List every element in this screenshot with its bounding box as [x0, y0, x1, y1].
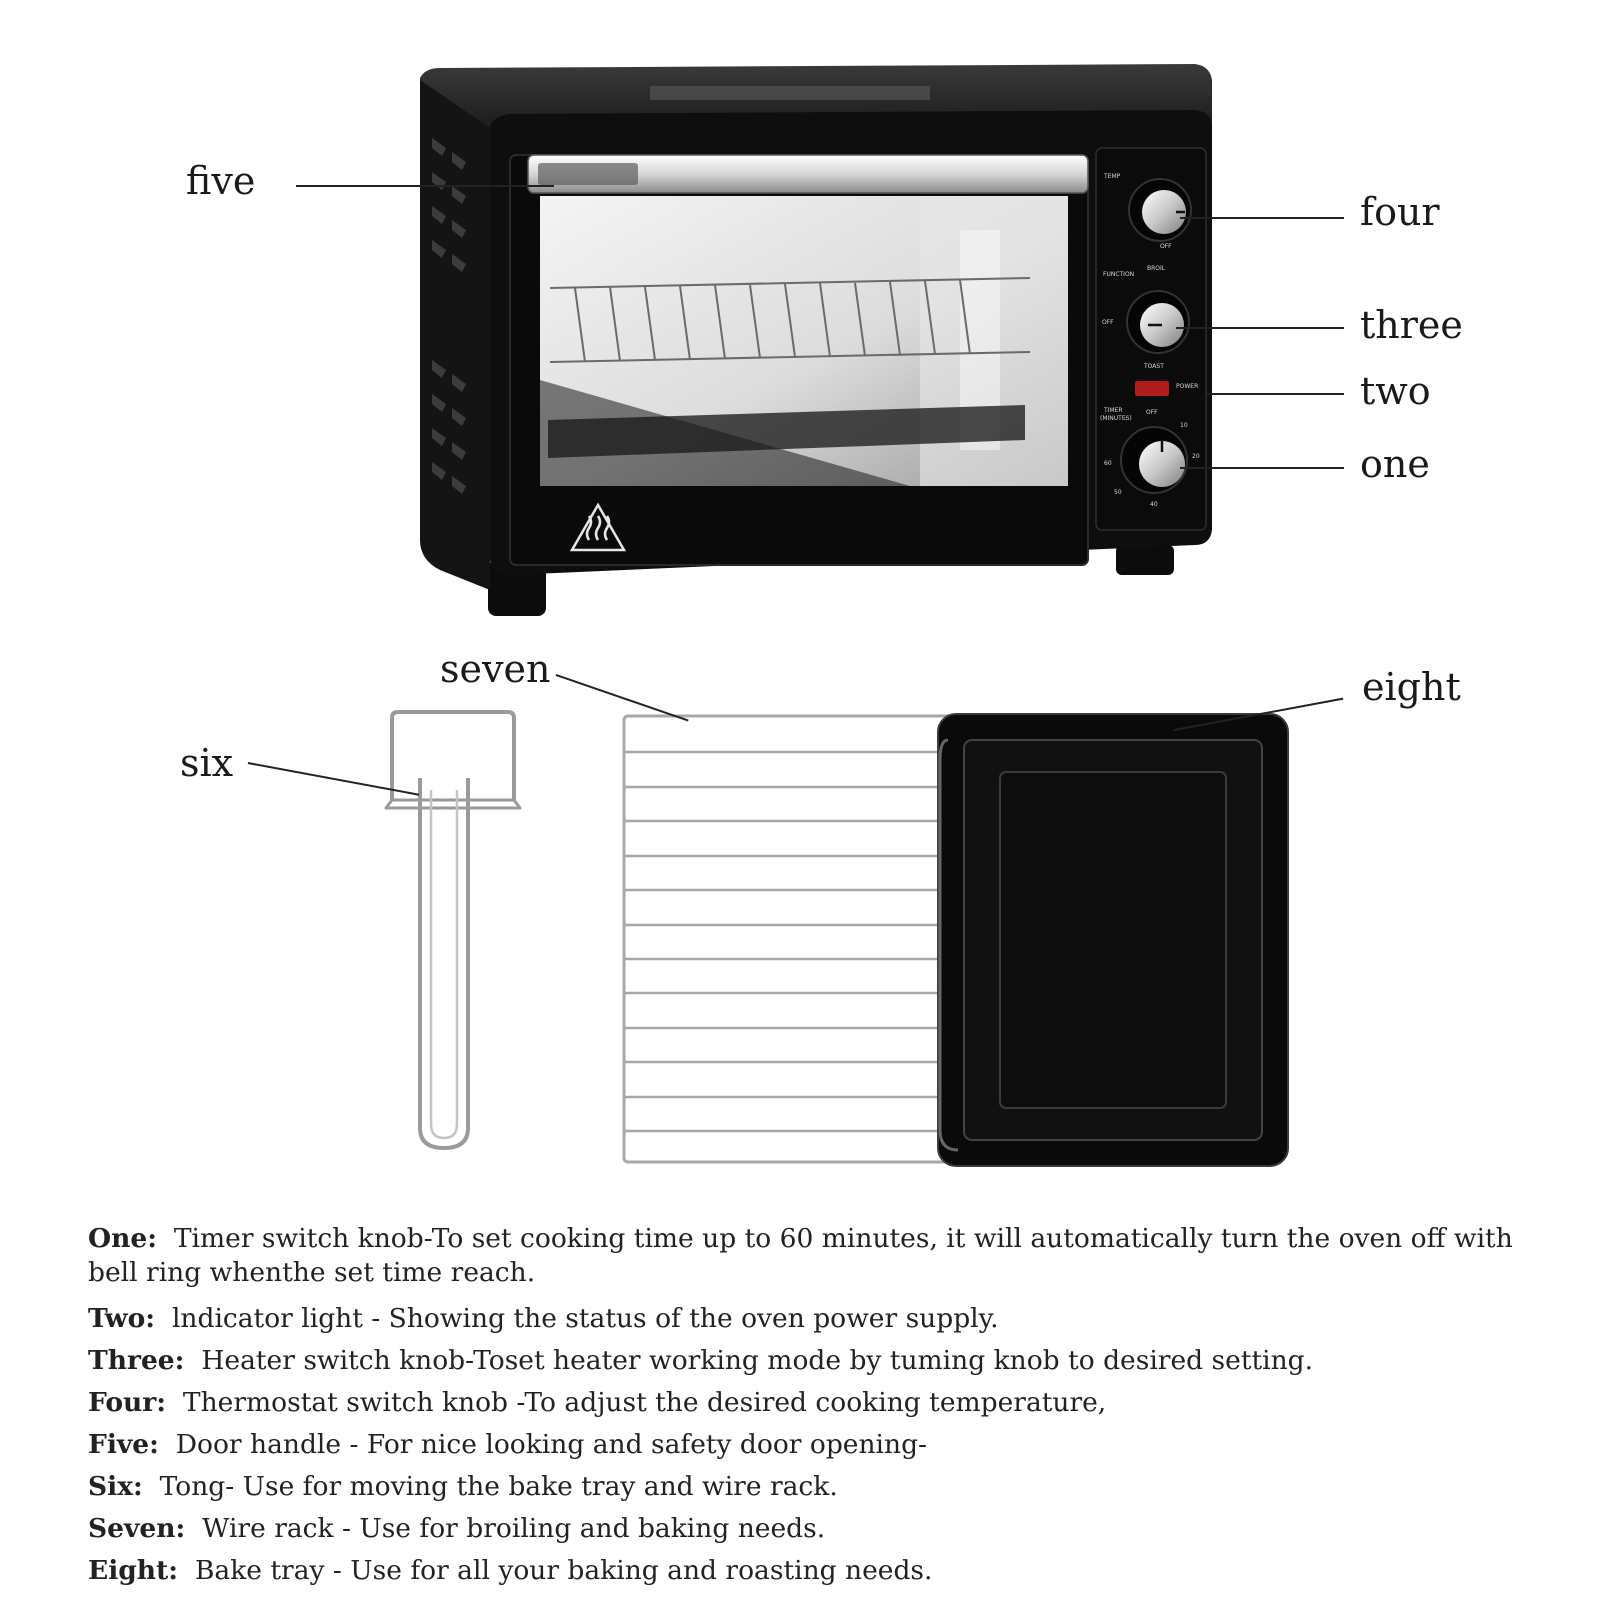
timer-minutes-label: (MINUTES)	[1100, 415, 1132, 422]
timer-label: TIMER	[1103, 407, 1123, 414]
description-text: Tong- Use for moving the bake tray and w…	[159, 1471, 838, 1502]
callout-two: two	[1360, 369, 1431, 413]
function-off-label: OFF	[1102, 319, 1114, 326]
description-text: Thermostat switch knob -To adjust the de…	[182, 1387, 1107, 1418]
description-key: Seven:	[88, 1513, 186, 1544]
oven-foot-right	[1116, 545, 1174, 575]
bake-tray	[937, 713, 1289, 1167]
side-vents	[432, 138, 466, 494]
description-key: Three:	[88, 1345, 185, 1376]
description-text: Heater switch knob-Toset heater working …	[201, 1345, 1314, 1376]
control-panel: TEMP FUNCTION BROIL TOAST OFF OFF POWER …	[1095, 147, 1207, 531]
door-handle[interactable]	[527, 154, 1089, 194]
timer-10-label: 10	[1180, 422, 1188, 429]
description-text: Wire rack - Use for broiling and baking …	[202, 1513, 826, 1544]
description-text: Bake tray - Use for all your baking and …	[194, 1555, 933, 1586]
description-text: Door handle - For nice looking and safet…	[175, 1429, 928, 1460]
description-key: One:	[88, 1223, 157, 1254]
function-knob[interactable]	[1126, 290, 1190, 354]
callout-three: three	[1360, 303, 1463, 347]
callout-four: four	[1360, 190, 1440, 234]
description-key: Six:	[88, 1471, 143, 1502]
hot-surface-warning-icon	[569, 502, 627, 552]
temp-label: TEMP	[1103, 173, 1121, 180]
leader-four	[1180, 217, 1344, 219]
wire-rack	[622, 714, 974, 1164]
description-key: Eight:	[88, 1555, 179, 1586]
oven-window	[540, 196, 1068, 486]
tong	[384, 710, 522, 1150]
callout-six: six	[180, 741, 234, 785]
leader-five	[296, 185, 554, 187]
broil-label: BROIL	[1147, 265, 1166, 272]
timer-50-label: 50	[1114, 489, 1122, 496]
description-eight: Eight: Bake tray - Use for all your baki…	[88, 1554, 1558, 1588]
timer-off-label: OFF	[1146, 409, 1158, 416]
description-text: Timer switch knob-To set cooking time up…	[88, 1223, 1513, 1288]
timer-20-label: 20	[1192, 453, 1200, 460]
description-five: Five: Door handle - For nice looking and…	[88, 1428, 1558, 1462]
toaster-oven: TEMP FUNCTION BROIL TOAST OFF OFF POWER …	[420, 64, 1212, 616]
description-six: Six: Tong- Use for moving the bake tray …	[88, 1470, 1558, 1504]
toast-label: TOAST	[1143, 363, 1164, 370]
oven-inner-rack	[549, 277, 1031, 363]
description-three: Three: Heater switch knob-Toset heater w…	[88, 1344, 1558, 1378]
oven-side	[420, 80, 490, 590]
description-seven: Seven: Wire rack - Use for broiling and …	[88, 1512, 1558, 1546]
timer-60-label: 60	[1104, 460, 1112, 467]
callout-five: five	[186, 159, 256, 203]
leader-one	[1180, 467, 1344, 469]
leader-three	[1176, 327, 1344, 329]
callout-seven: seven	[440, 647, 551, 691]
timer-knob[interactable]	[1120, 426, 1188, 494]
function-label: FUNCTION	[1103, 271, 1134, 278]
callout-eight: eight	[1362, 665, 1461, 709]
description-four: Four: Thermostat switch knob -To adjust …	[88, 1386, 1558, 1420]
description-two: Two: lndicator light - Showing the statu…	[88, 1302, 1558, 1336]
thermostat-knob[interactable]	[1128, 178, 1192, 242]
temp-off-label: OFF	[1160, 243, 1172, 250]
description-key: Four:	[88, 1387, 167, 1418]
description-text: lndicator light - Showing the status of …	[171, 1303, 999, 1334]
description-key: Five:	[88, 1429, 159, 1460]
callout-one: one	[1360, 442, 1430, 486]
power-label: POWER	[1176, 383, 1198, 390]
description-one: One: Timer switch knob-To set cooking ti…	[88, 1222, 1558, 1290]
description-key: Two:	[88, 1303, 156, 1334]
leader-two	[1206, 393, 1344, 395]
timer-40-label: 40	[1150, 501, 1158, 508]
power-indicator-light	[1135, 381, 1169, 396]
top-label	[650, 86, 930, 100]
